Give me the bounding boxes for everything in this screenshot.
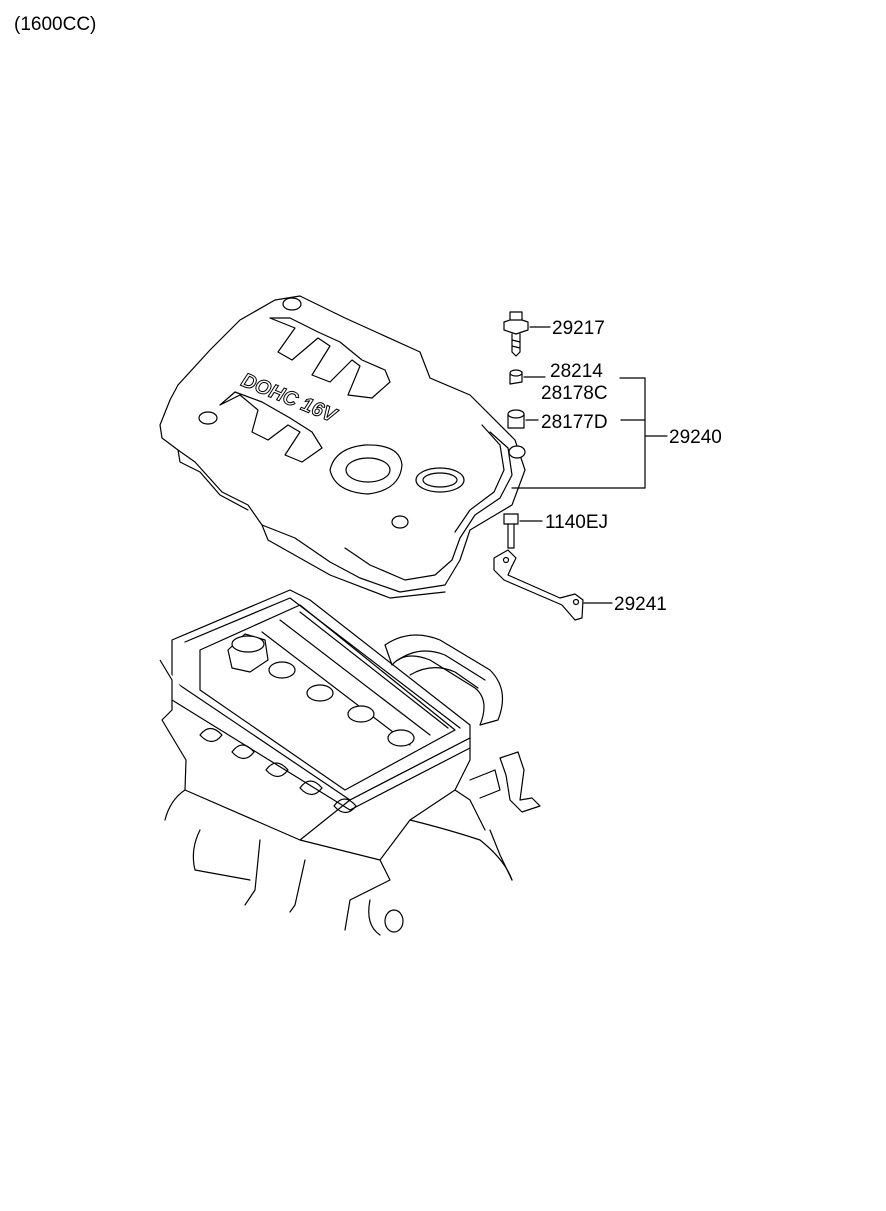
part-number-28178C: 28178C [541, 383, 608, 404]
grommet-28177D-icon [507, 409, 525, 429]
bolt-1140EJ-icon [503, 513, 519, 549]
bolt-29217-icon [503, 311, 529, 357]
bracket-29241-icon [493, 549, 584, 621]
leader-lines [511, 326, 668, 604]
part-number-29240: 29240 [669, 427, 722, 448]
part-number-29217: 29217 [552, 318, 605, 339]
part-number-28214: 28214 [550, 361, 603, 382]
part-number-1140EJ: 1140EJ [545, 512, 608, 533]
plug-28214-icon [509, 369, 523, 385]
part-number-28177D: 28177D [541, 412, 608, 433]
engine-block [159, 589, 541, 936]
part-number-29241: 29241 [614, 594, 667, 615]
engine-cover: DOHC 16V [159, 295, 526, 599]
engine-spec-label: (1600CC) [14, 14, 97, 35]
